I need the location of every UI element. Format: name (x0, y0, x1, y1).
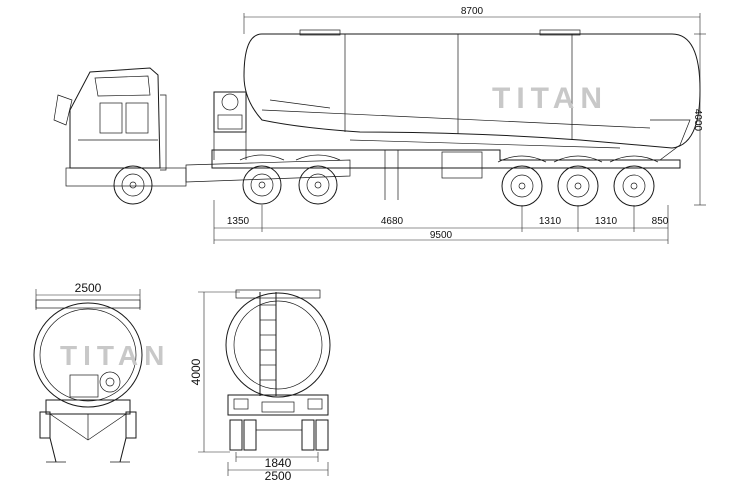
rear-bumper (227, 394, 329, 416)
tractor-front-wheel (113, 165, 153, 205)
front-view: 2500 TITAN (33, 281, 170, 463)
tractor-rear-wheel-2 (298, 165, 338, 205)
rear-wheels-right (301, 419, 329, 451)
rear-wheels-left (229, 419, 257, 451)
watermark-front: TITAN (60, 340, 170, 371)
dimension-lines (213, 13, 706, 244)
dim-segment-1: 1350 (227, 216, 250, 227)
dim-rear-width: 2500 (265, 469, 292, 483)
dim-overall-length: 9500 (430, 230, 453, 241)
dim-segment-2: 4680 (381, 216, 404, 227)
tractor-chassis (185, 159, 351, 183)
trailer-axle-2 (557, 165, 599, 207)
trailer-axle-1 (501, 165, 543, 207)
tractor-rear-wheel-1 (242, 165, 282, 205)
dim-segment-4: 1310 (595, 216, 618, 227)
rear-view: 4000 1840 (189, 289, 331, 483)
compressor (213, 91, 247, 160)
dim-side-height: 4000 (692, 109, 703, 132)
front-landing-leg-right (125, 411, 137, 439)
dim-rear-track: 1840 (265, 456, 292, 470)
tank-front-outline (33, 302, 143, 408)
cement-tank (243, 29, 701, 149)
watermark-side: TITAN (492, 82, 608, 115)
trailer-axle-3 (613, 165, 655, 207)
side-view: 8700 4000 1350 4680 1310 1310 850 9500 T… (53, 6, 706, 244)
tank-rear-outline (225, 292, 331, 398)
front-landing-leg-left (39, 411, 51, 439)
dim-front-width: 2500 (75, 281, 102, 295)
front-compressor (69, 371, 121, 398)
rear-ladder (259, 292, 277, 396)
trailer-chassis (211, 139, 681, 200)
dim-rear-height: 4000 (189, 358, 203, 385)
dim-segment-3: 1310 (539, 216, 562, 227)
dim-tank-length: 8700 (461, 6, 484, 17)
tractor-cab (53, 67, 187, 187)
dim-segment-5: 850 (652, 216, 669, 227)
